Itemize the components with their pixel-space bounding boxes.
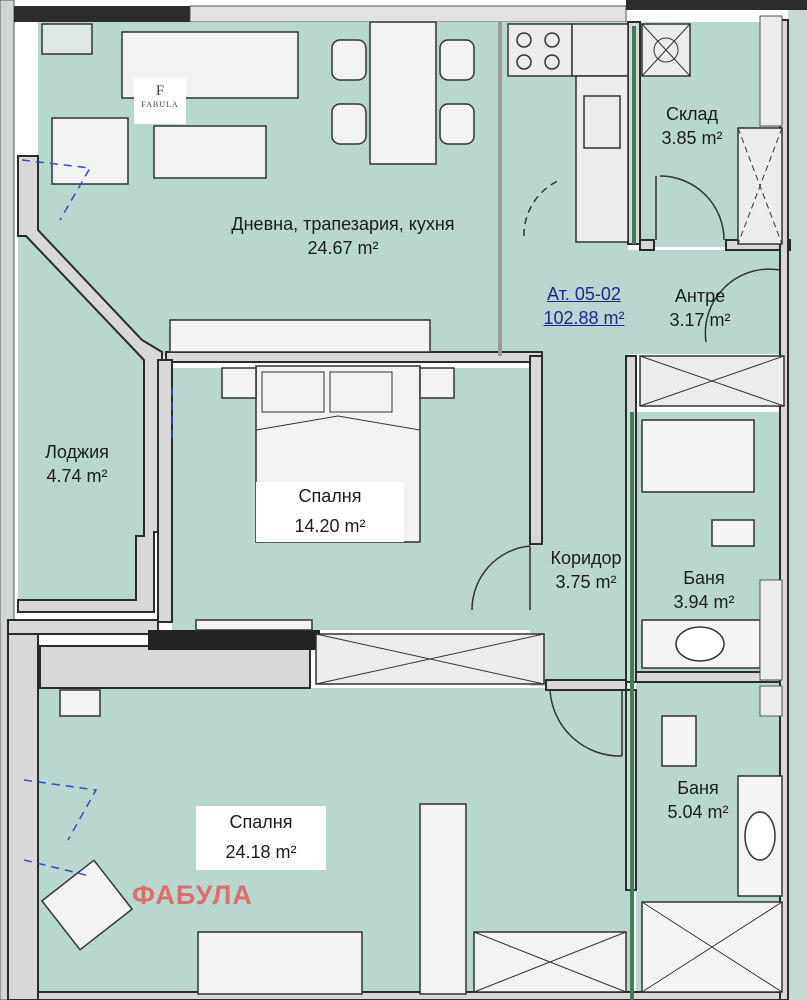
top-wall-strip (189, 5, 627, 23)
mid-long-wall (39, 645, 311, 689)
coffee-table (153, 125, 267, 179)
label-storage: Склад 3.85 m² (640, 102, 744, 150)
loggia-name: Лоджия (45, 442, 109, 462)
nightstand1-right (419, 367, 455, 399)
kitchen-sink (583, 95, 621, 149)
bottom-wall (37, 991, 789, 1000)
living-name: Дневна, трапезария, кухня (231, 214, 455, 234)
door-swings (471, 175, 781, 757)
loggia-area: 4.74 m² (46, 466, 108, 486)
label-bedroom1: Спалня 14.20 m² (256, 482, 404, 542)
bed2 (197, 931, 363, 995)
bath2-area: 5.04 m² (667, 802, 729, 822)
radiators (759, 15, 783, 717)
label-bedroom2: Спалня 24.18 m² (196, 806, 326, 870)
armchair (51, 117, 129, 185)
storage-name: Склад (665, 104, 719, 124)
walls (7, 19, 791, 1000)
sink-bowl2 (744, 811, 776, 861)
bedroom2-name: Спалня (229, 812, 293, 832)
label-apartment: Ат. 05-02 102.88 m² (518, 282, 650, 330)
bedroom1-name: Спалня (298, 486, 362, 506)
corridor-name: Коридор (550, 548, 622, 568)
kitchen-counter (507, 23, 629, 243)
corridor-area: 3.75 m² (555, 572, 617, 592)
toilet1 (711, 519, 755, 547)
sink-bowl1 (675, 626, 725, 662)
apartment-id: Ат. 05-02 (547, 284, 621, 304)
label-corridor: Коридор 3.75 m² (534, 546, 638, 594)
living-furniture (41, 21, 437, 185)
wardrobe-top (169, 319, 431, 353)
label-bath1: Баня 3.94 m² (652, 566, 756, 614)
toilet2 (661, 715, 697, 767)
bedroom1-right-wall (529, 355, 543, 545)
nightstand1-left (221, 367, 257, 399)
logo-mark-icon: F (155, 83, 165, 99)
left-lower-wall (7, 633, 39, 1000)
bath2-name: Баня (677, 778, 719, 798)
dining-chairs (331, 39, 475, 145)
top-right-dark-wall (626, 0, 807, 10)
label-entrance: Антре 3.17 m² (652, 284, 748, 332)
loggia-wall (17, 155, 163, 613)
wardrobe-bottom (195, 619, 313, 631)
brand-logo: F FABULA (134, 78, 186, 124)
kitchen-counter-top (571, 23, 629, 77)
floor-corridor (530, 356, 628, 686)
label-bath2: Баня 5.04 m² (646, 776, 750, 824)
bedroom2-furniture (40, 689, 627, 995)
stove-burners (516, 32, 560, 70)
dark-wall-segment (148, 630, 320, 650)
label-loggia: Лоджия 4.74 m² (24, 440, 130, 488)
bath1-area: 3.94 m² (673, 592, 735, 612)
right-wall (779, 19, 789, 1000)
kitchen-wall (498, 22, 502, 356)
bedroom1-left-wall (157, 359, 173, 623)
stove (507, 23, 573, 77)
entrance-area: 3.17 m² (669, 310, 731, 330)
floor-right-edge (788, 10, 807, 1000)
label-living: Дневна, трапезария, кухня 24.67 m² (188, 212, 498, 260)
top-dark-wall (14, 6, 190, 22)
watermark-text: ФАБУЛА (132, 880, 253, 910)
entrance-name: Антре (674, 286, 726, 306)
living-area: 24.67 m² (307, 238, 379, 258)
green-wall-bath (630, 412, 634, 1000)
storage-area: 3.85 m² (661, 128, 723, 148)
storage-bottom-wall (639, 239, 655, 251)
wardrobe-bed2 (419, 803, 467, 995)
bedroom1-area: 14.20 m² (294, 516, 366, 536)
dashed-openings (21, 159, 173, 877)
desk (59, 689, 101, 717)
armchair2 (40, 859, 134, 951)
tv-unit (41, 23, 93, 55)
green-wall-storage (632, 26, 636, 244)
apartment-area: 102.88 m² (543, 308, 625, 328)
bedroom1-top-wall (165, 351, 543, 363)
bedroom2-area: 24.18 m² (225, 842, 297, 862)
logo-text: FABULA (141, 100, 179, 109)
corridor-lower-wall (545, 679, 627, 691)
bath1-name: Баня (683, 568, 725, 588)
dining-table (369, 21, 437, 165)
shower1 (641, 419, 755, 493)
mid-left-wall (7, 619, 159, 635)
floor-entrance (628, 250, 788, 354)
